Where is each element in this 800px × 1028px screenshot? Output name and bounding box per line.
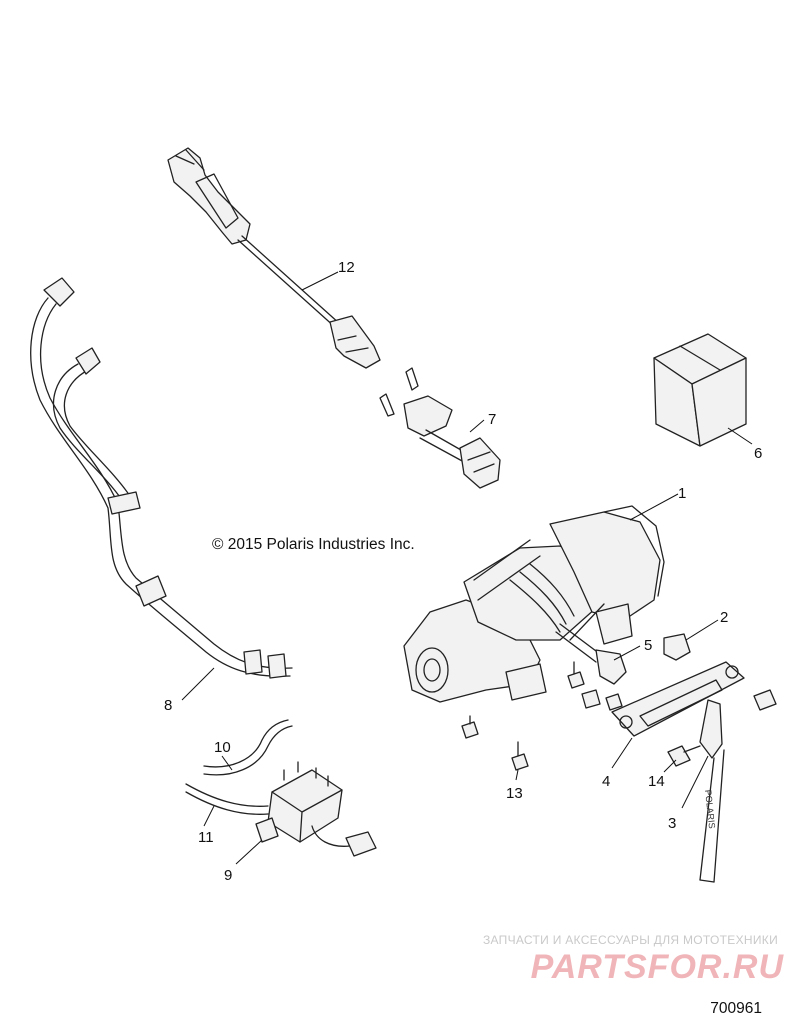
- leader-7: [469, 419, 485, 433]
- strap-text: POLARIS: [703, 789, 717, 829]
- part-7-connector: [379, 367, 501, 489]
- callout-1: 1: [678, 485, 686, 502]
- callout-4: 4: [602, 773, 610, 790]
- diagram-id: 700961: [710, 1000, 762, 1017]
- callout-13: 13: [506, 785, 523, 802]
- callout-12: 12: [338, 259, 355, 276]
- part-5-cable-end: [555, 623, 627, 685]
- watermark-caption: ЗАПЧАСТИ И АКСЕССУАРЫ ДЛЯ МОТОТЕХНИКИ: [482, 933, 778, 947]
- part-2-nut: [663, 633, 691, 661]
- callout-6: 6: [754, 445, 762, 462]
- part-14-bolt: [667, 745, 701, 767]
- part-6-box: [653, 333, 747, 447]
- part-9-contactor: [255, 761, 377, 857]
- part-12-remote-switch: [167, 147, 381, 369]
- callout-2: 2: [720, 609, 728, 626]
- leader-6: [727, 427, 753, 445]
- leader-lines: [181, 271, 753, 865]
- part-8-harness: [30, 277, 293, 679]
- leader-3: [681, 755, 709, 809]
- leader-5: [613, 645, 641, 661]
- callout-labels: 12 7 6 1 2 5 4 14 3 13 8 10 11 9: [164, 259, 762, 884]
- callout-11: 11: [198, 829, 214, 846]
- leader-14: [663, 759, 677, 773]
- callout-5: 5: [644, 637, 652, 654]
- callout-7: 7: [488, 411, 496, 428]
- part-1-winch: [403, 505, 665, 703]
- leader-11: [203, 805, 215, 827]
- callout-9: 9: [224, 867, 232, 884]
- callout-8: 8: [164, 697, 172, 714]
- leader-2: [685, 619, 719, 641]
- leader-10: [221, 755, 233, 771]
- part-13-bolts: [461, 661, 777, 771]
- part-10-cable: [203, 719, 293, 776]
- part-3-hook-strap: POLARIS: [699, 699, 725, 883]
- leader-13: [515, 769, 519, 781]
- watermark-logo: PARTSFOR.RU: [530, 948, 784, 986]
- leader-9: [235, 839, 263, 865]
- leader-1: [629, 493, 679, 521]
- leader-8: [181, 667, 215, 701]
- part-4-fairlead: [611, 661, 745, 737]
- copyright-notice: © 2015 Polaris Industries Inc.: [212, 536, 415, 553]
- callout-14: 14: [648, 773, 665, 790]
- leader-4: [611, 737, 633, 769]
- part-11-cable: [185, 783, 269, 815]
- callout-3: 3: [668, 815, 676, 832]
- callout-10: 10: [214, 739, 231, 756]
- leader-12: [301, 271, 339, 291]
